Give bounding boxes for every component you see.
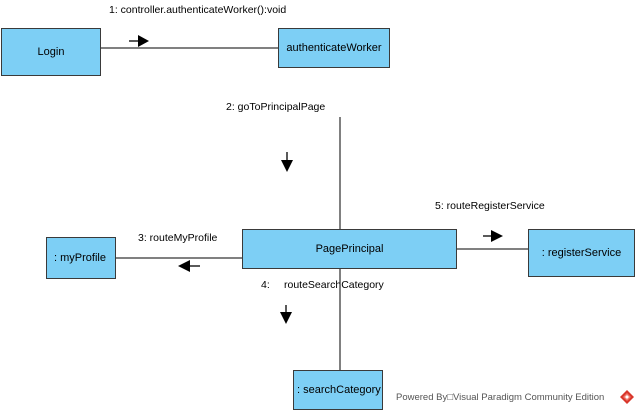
node-search-category-label: : searchCategory [297, 384, 381, 396]
node-my-profile-label: : myProfile [54, 252, 106, 264]
powered-by-footer: Powered By□Visual Paradigm Community Edi… [396, 392, 605, 403]
message-2-arrow-icon [281, 152, 293, 172]
message-4-number: 4: [261, 279, 270, 291]
message-5-arrow-icon [483, 230, 503, 242]
message-4-label: routeSearchCategory [284, 279, 384, 291]
message-1-arrow-icon [129, 35, 149, 47]
message-3-arrow-icon [178, 260, 200, 272]
message-1-label: 1: controller.authenticateWorker():void [109, 4, 287, 16]
node-page-principal[interactable]: PagePrincipal [242, 229, 457, 269]
node-my-profile[interactable]: : myProfile [46, 237, 116, 279]
node-authenticate-worker[interactable]: authenticateWorker [278, 28, 390, 68]
node-page-principal-label: PagePrincipal [315, 243, 384, 255]
message-3-label: 3: routeMyProfile [138, 232, 218, 244]
node-authenticate-worker-label: authenticateWorker [286, 42, 382, 54]
message-4-arrow-icon [280, 305, 292, 324]
node-search-category[interactable]: : searchCategory [293, 370, 383, 410]
node-register-service-label: : registerService [541, 247, 622, 259]
node-register-service[interactable]: : registerService [528, 229, 635, 277]
visual-paradigm-logo-icon [620, 390, 634, 404]
node-login-label: Login [37, 46, 65, 58]
message-5-label: 5: routeRegisterService [435, 200, 545, 212]
node-login[interactable]: Login [1, 28, 101, 76]
message-2-label: 2: goToPrincipalPage [226, 101, 326, 113]
